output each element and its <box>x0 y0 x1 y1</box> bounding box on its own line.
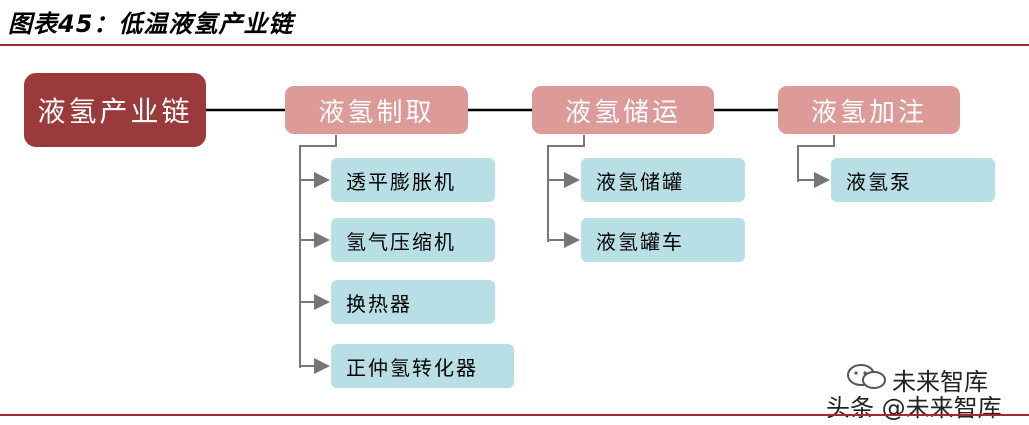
figure-title: 图表45：低温液氢产业链 <box>8 10 294 38</box>
item-hydrogen-compressor: 氢气压缩机 <box>331 218 495 262</box>
category-storage: 液氢储运 <box>532 86 714 134</box>
item-lh2-tanker: 液氢罐车 <box>581 218 745 262</box>
watermark-brand: 未来智库 <box>892 368 988 396</box>
item-lh2-pump: 液氢泵 <box>831 158 995 202</box>
branch-storage <box>547 135 585 248</box>
category-refuel: 液氢加注 <box>778 86 960 134</box>
top-rule <box>0 44 1029 46</box>
item-turbo-expander: 透平膨胀机 <box>331 158 495 202</box>
item-heat-exchanger: 换热器 <box>331 280 495 324</box>
item-ortho-para-converter: 正仲氢转化器 <box>331 344 514 388</box>
watermark-source: 头条 @未来智库 <box>826 394 1002 422</box>
item-lh2-tank: 液氢储罐 <box>581 158 745 202</box>
root-node: 液氢产业链 <box>24 73 206 147</box>
branch-refuel <box>797 135 835 188</box>
wechat-icon <box>847 364 886 389</box>
branch-liquefaction <box>299 135 337 374</box>
bottom-rule <box>0 414 1029 416</box>
category-liquefaction: 液氢制取 <box>285 86 468 134</box>
